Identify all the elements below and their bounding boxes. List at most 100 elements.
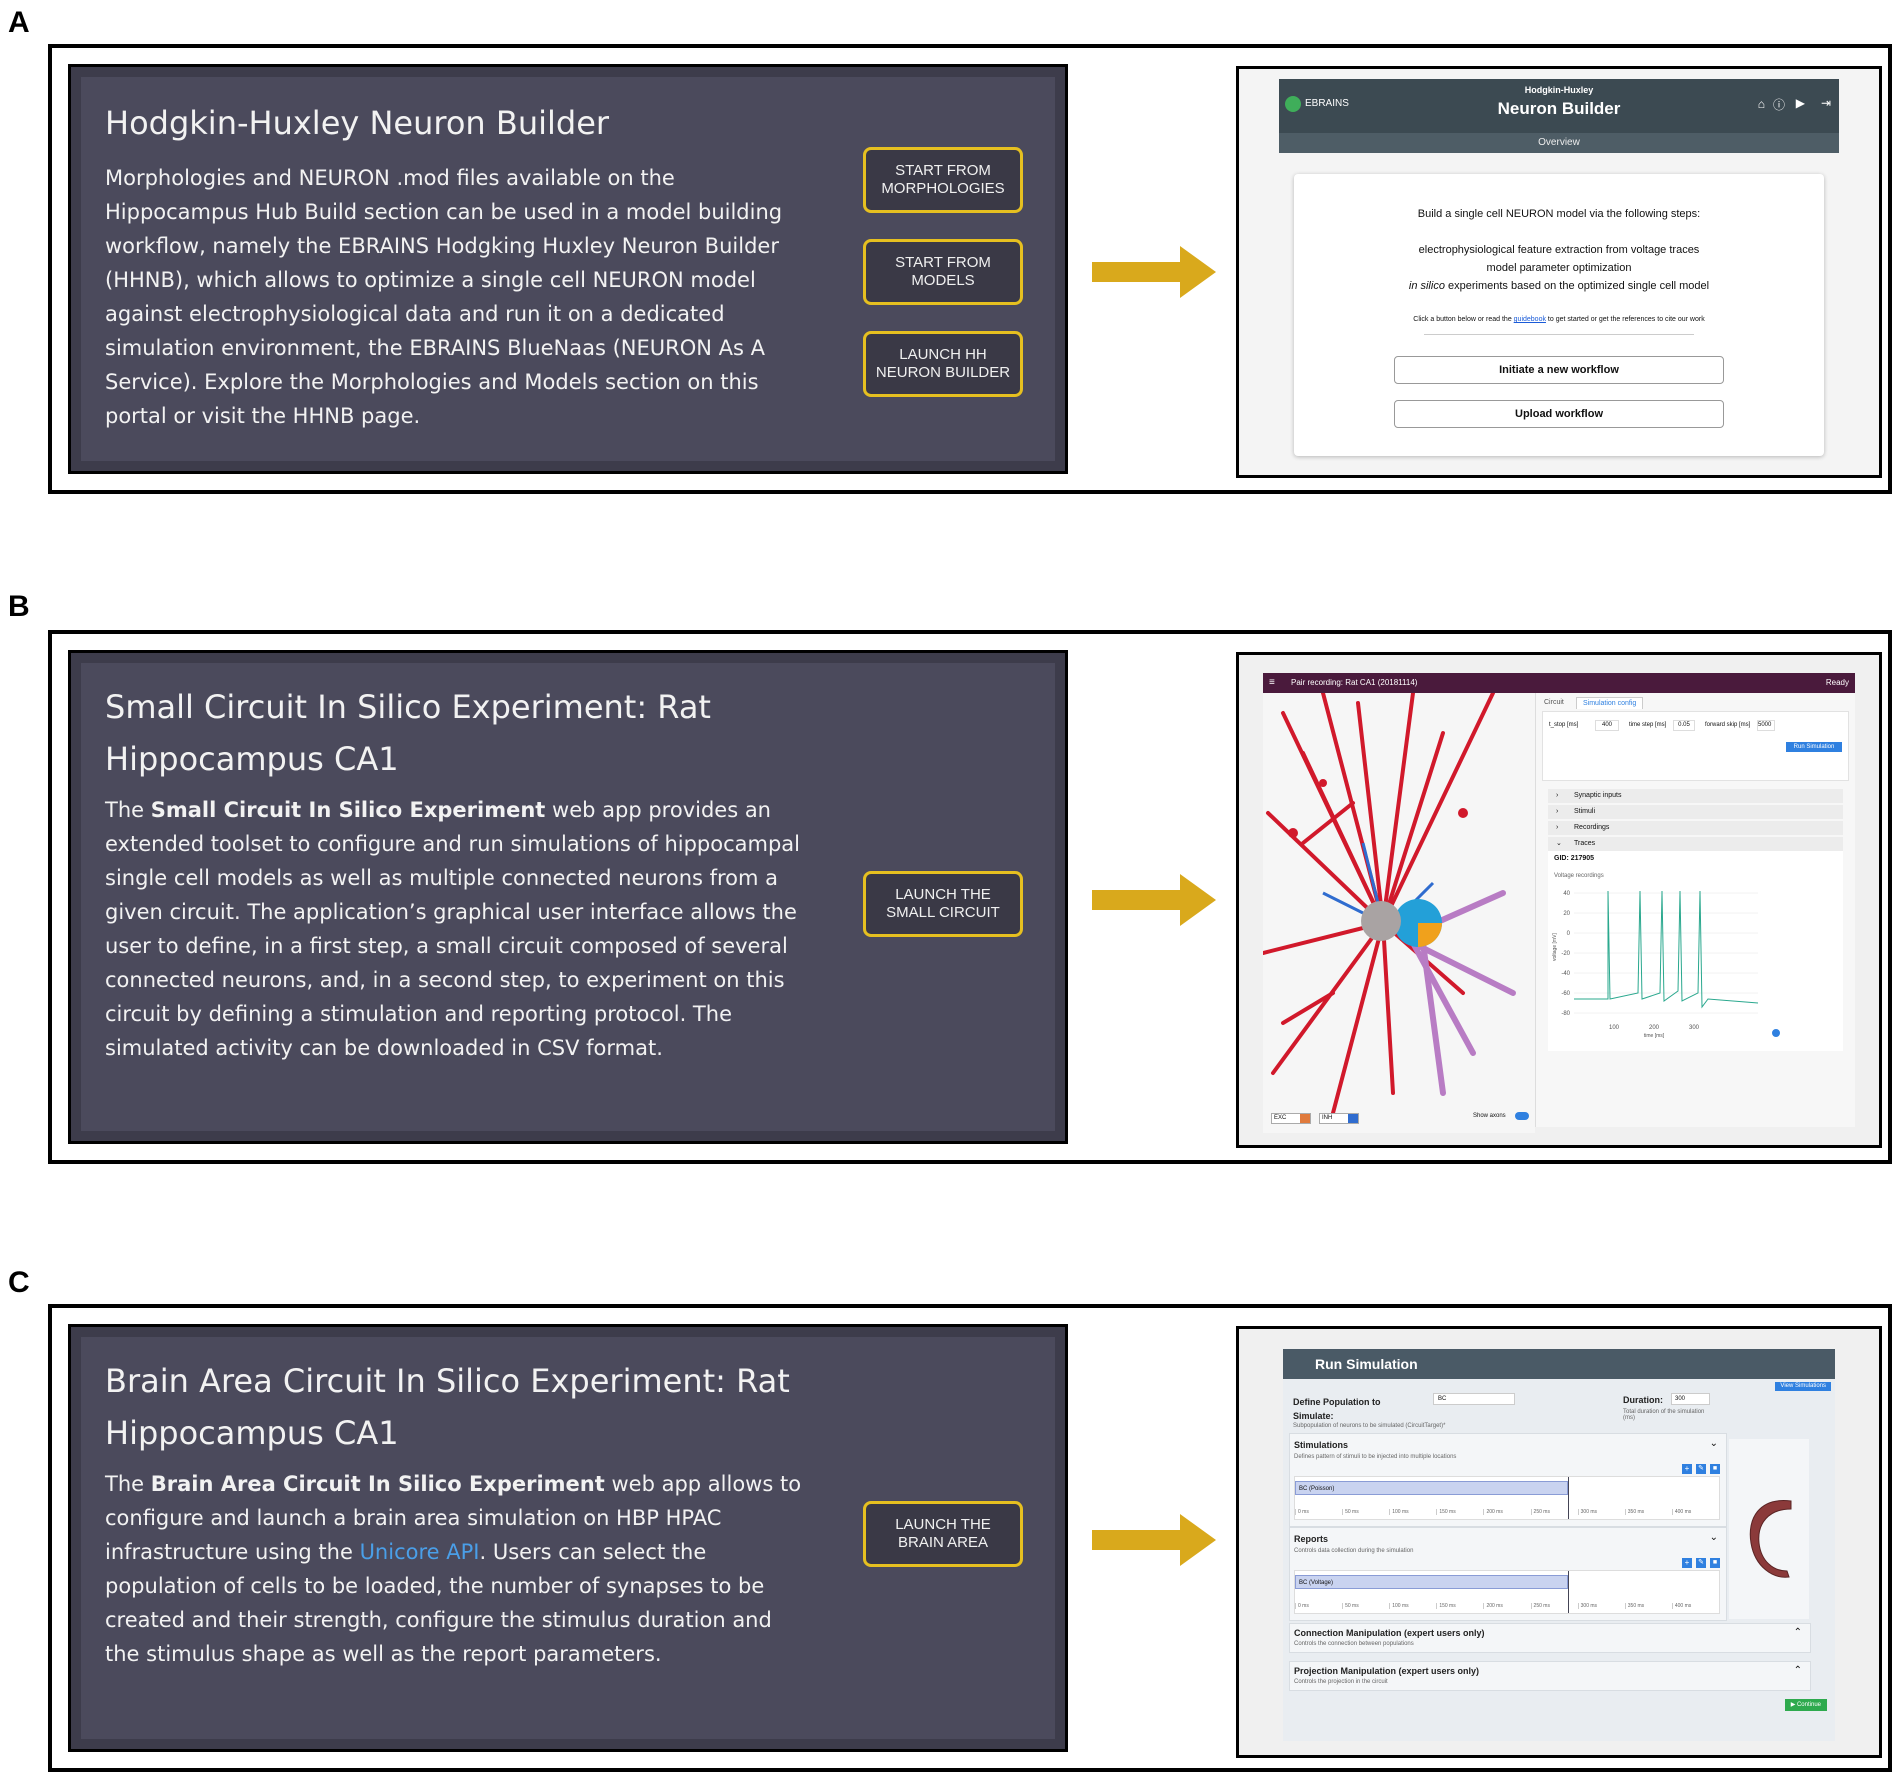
- exc-swatch: [1300, 1114, 1310, 1123]
- panel-label-a: A: [8, 6, 30, 39]
- ebrains-brand: EBRAINS: [1305, 98, 1349, 109]
- population-select[interactable]: BC: [1433, 1393, 1515, 1405]
- step-2: model parameter optimization: [1486, 262, 1632, 274]
- duration-marker: [1568, 1477, 1570, 1519]
- panel-b: Small Circuit In Silico Experiment: Rat …: [48, 630, 1892, 1164]
- delete-icon[interactable]: ■: [1710, 1464, 1720, 1474]
- timeline-tick-label: 350 ms: [1624, 1603, 1644, 1609]
- x-tick: 300: [1689, 1025, 1700, 1031]
- timeline-tick-label: 150 ms: [1436, 1509, 1456, 1515]
- chevron-right-icon: ›: [1556, 808, 1559, 815]
- start-from-morphologies-button[interactable]: START FROM MORPHOLOGIES: [863, 147, 1023, 213]
- step-1: electrophysiological feature extraction …: [1418, 244, 1700, 256]
- app-subtitle: Hodgkin-Huxley: [1524, 85, 1594, 95]
- inh-swatch: [1348, 1114, 1358, 1123]
- card-description: The Brain Area Circuit In Silico Experim…: [105, 1472, 802, 1666]
- row-stimuli[interactable]: ›Stimuli: [1548, 805, 1843, 819]
- stimulus-bar[interactable]: BC (Poisson): [1295, 1481, 1569, 1495]
- y-tick: -40: [1561, 971, 1570, 977]
- continue-button[interactable]: ▶ Continue: [1784, 1699, 1827, 1711]
- timeline-tick-label: 300 ms: [1577, 1603, 1597, 1609]
- screenshot-small-circuit: ≡ Pair recording: Rat CA1 (20181114) Rea…: [1236, 652, 1882, 1148]
- add-icon[interactable]: +: [1682, 1558, 1692, 1568]
- brain-slice-preview: [1729, 1439, 1809, 1619]
- chevron-up-icon[interactable]: ⌃: [1793, 1665, 1802, 1676]
- hhnb-header: EBRAINS Hodgkin-Huxley Neuron Builder ⌂ …: [1279, 79, 1839, 133]
- menu-icon[interactable]: ≡: [1269, 677, 1275, 688]
- card-title: Brain Area Circuit In Silico Experiment:…: [105, 1362, 790, 1452]
- login-icon[interactable]: ⇥: [1820, 96, 1831, 110]
- t-stop-input[interactable]: 400: [1595, 720, 1619, 731]
- timeline-tick-label: 300 ms: [1577, 1509, 1597, 1515]
- launch-hh-neuron-builder-button[interactable]: LAUNCH HH NEURON BUILDER: [863, 331, 1023, 397]
- x-tick: 200: [1649, 1025, 1660, 1031]
- time-step-input[interactable]: 0.05: [1673, 720, 1695, 731]
- guidebook-link[interactable]: guidebook: [1513, 316, 1546, 323]
- show-axons-label: Show axons: [1473, 1113, 1506, 1119]
- report-bar[interactable]: BC (Voltage): [1295, 1575, 1569, 1589]
- tab-simulation-config[interactable]: Simulation config: [1576, 697, 1644, 709]
- download-icon: [1772, 1029, 1780, 1037]
- show-axons-toggle[interactable]: [1515, 1112, 1529, 1120]
- projection-manipulation-section[interactable]: Projection Manipulation (expert users on…: [1289, 1661, 1811, 1691]
- unicore-api-link[interactable]: Unicore API: [359, 1540, 480, 1564]
- chevron-down-icon[interactable]: ⌄: [1709, 1532, 1718, 1543]
- neuron-3d-viewer[interactable]: [1263, 693, 1535, 1133]
- row-traces[interactable]: ⌄Traces: [1548, 837, 1843, 851]
- row-recordings[interactable]: ›Recordings: [1548, 821, 1843, 835]
- start-from-models-button[interactable]: START FROM MODELS: [863, 239, 1023, 305]
- divider: [1424, 334, 1694, 335]
- config-panel: Circuit Simulation config t_stop [ms] 40…: [1535, 693, 1855, 1127]
- timeline-tick-label: 400 ms: [1671, 1603, 1691, 1609]
- x-tick: 100: [1609, 1025, 1620, 1031]
- timeline-tick-label: 0 ms: [1295, 1509, 1309, 1515]
- card-brain-area: Brain Area Circuit In Silico Experiment:…: [68, 1324, 1068, 1752]
- card-title: Small Circuit In Silico Experiment: Rat …: [105, 688, 711, 778]
- panel-label-b: B: [8, 590, 30, 623]
- chevron-down-icon[interactable]: ⌄: [1709, 1438, 1718, 1449]
- duration-input[interactable]: 300: [1671, 1393, 1710, 1405]
- stimulations-section: Stimulations Defines pattern of stimuli …: [1289, 1433, 1727, 1527]
- circuit-title: Pair recording: Rat CA1 (20181114): [1291, 678, 1418, 687]
- chevron-up-icon[interactable]: ⌃: [1793, 1627, 1802, 1638]
- traces-panel: GID: 217905 Voltage recordings 40 20 0 -…: [1548, 851, 1843, 1051]
- tab-circuit[interactable]: Circuit: [1544, 699, 1564, 706]
- sim-params: t_stop [ms] 400 time step [ms] 0.05 forw…: [1542, 711, 1849, 781]
- card-title: Hodgkin-Huxley Neuron Builder: [105, 104, 610, 142]
- edit-icon[interactable]: ✎: [1696, 1558, 1706, 1568]
- timeline-tick-label: 350 ms: [1624, 1509, 1644, 1515]
- timeline-tick-label: 250 ms: [1530, 1603, 1550, 1609]
- initiate-workflow-button[interactable]: Initiate a new workflow: [1394, 356, 1724, 384]
- forward-skip-input[interactable]: 5000: [1757, 720, 1775, 731]
- add-icon[interactable]: +: [1682, 1464, 1692, 1474]
- y-tick: 40: [1563, 891, 1570, 897]
- launch-brain-area-button[interactable]: LAUNCH THE BRAIN AREA: [863, 1501, 1023, 1567]
- arrow-right-icon: [1092, 246, 1216, 298]
- exc-legend: EXC: [1271, 1113, 1311, 1124]
- run-simulation-button[interactable]: Run Simulation: [1786, 742, 1842, 752]
- tab-overview[interactable]: Overview: [1279, 133, 1839, 153]
- launch-small-circuit-button[interactable]: LAUNCH THE SMALL CIRCUIT: [863, 871, 1023, 937]
- home-icon[interactable]: ⌂: [1757, 97, 1765, 111]
- delete-icon[interactable]: ■: [1710, 1558, 1720, 1568]
- arrow-right-icon: [1092, 874, 1216, 926]
- upload-workflow-button[interactable]: Upload workflow: [1394, 400, 1724, 428]
- edit-icon[interactable]: ✎: [1696, 1464, 1706, 1474]
- card-small-circuit: Small Circuit In Silico Experiment: Rat …: [68, 650, 1068, 1144]
- overview-intro: Build a single cell NEURON model via the…: [1417, 208, 1701, 220]
- connection-manipulation-section[interactable]: Connection Manipulation (expert users on…: [1289, 1623, 1811, 1653]
- guidebook-hint: Click a button below or read the guidebo…: [1413, 316, 1705, 323]
- view-simulations-button[interactable]: View Simulations: [1775, 1382, 1831, 1391]
- panel-c: Brain Area Circuit In Silico Experiment:…: [48, 1304, 1892, 1772]
- row-synaptic-inputs[interactable]: ›Synaptic inputs: [1548, 789, 1843, 803]
- info-icon[interactable]: ⓘ: [1772, 98, 1785, 112]
- voltage-recordings-label: Voltage recordings: [1554, 873, 1604, 879]
- overview-panel: Build a single cell NEURON model via the…: [1294, 174, 1824, 456]
- timeline-tick-label: 100 ms: [1389, 1603, 1409, 1609]
- play-icon[interactable]: ▶: [1795, 96, 1805, 110]
- app-topbar: ≡ Pair recording: Rat CA1 (20181114) Rea…: [1263, 673, 1855, 693]
- run-simulation-header: Run Simulation: [1283, 1349, 1835, 1379]
